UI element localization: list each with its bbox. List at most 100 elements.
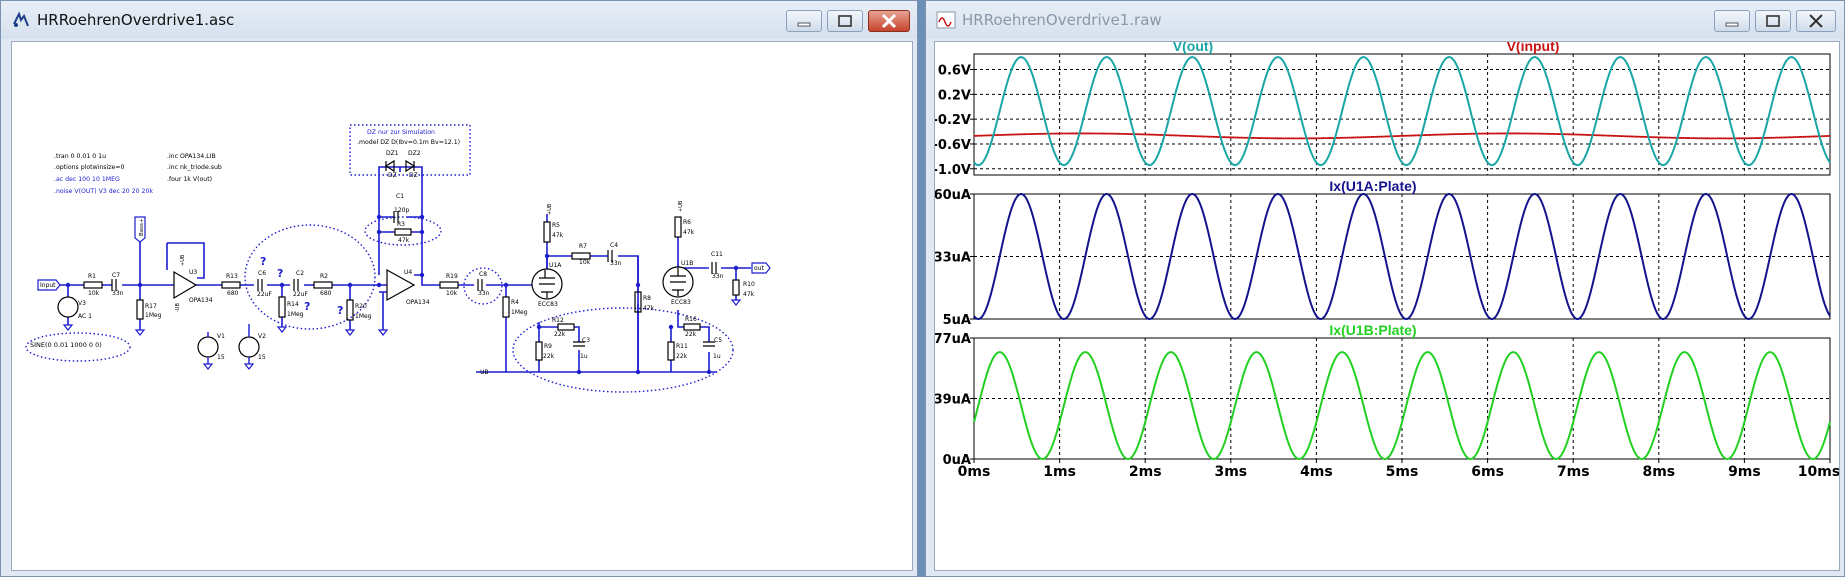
- r2-resistor[interactable]: [313, 281, 333, 289]
- r3-annotation-ellipse: [364, 216, 442, 246]
- c2-label: C2: [296, 270, 304, 277]
- r4-resistor[interactable]: [502, 296, 510, 318]
- u3-opamp[interactable]: [173, 270, 198, 300]
- trace-label-u1b[interactable]: Ix(U1B:Plate): [1329, 322, 1416, 338]
- r12-value: 22k: [554, 331, 566, 338]
- c1-capacitor[interactable]: [393, 211, 399, 223]
- trace-label-vout[interactable]: V(out): [1173, 42, 1213, 54]
- r5-value: 47k: [552, 232, 564, 239]
- minimize-button[interactable]: [786, 10, 822, 32]
- bass-flag[interactable]: [134, 216, 146, 243]
- v2-source[interactable]: [238, 336, 260, 358]
- y-tick-label: 0.6V: [938, 64, 971, 79]
- u3-part: OPA134: [189, 297, 213, 304]
- c8-capacitor[interactable]: [477, 279, 483, 291]
- input-flag[interactable]: [37, 279, 61, 291]
- c6-capacitor[interactable]: [257, 279, 263, 291]
- close-button[interactable]: [1796, 10, 1836, 32]
- r19-label: R19: [446, 273, 458, 280]
- r9-label: R9: [544, 343, 552, 350]
- waveform-plots[interactable]: V(out) V(input) 0.6V0.2V-0.2V-0.6V-1.0V …: [935, 42, 1839, 570]
- u1a-plate-trace[interactable]: [973, 192, 1831, 321]
- waveform-titlebar[interactable]: HRRoehrenOverdrive1.raw: [926, 1, 1844, 39]
- y-tick-label: -0.6V: [935, 138, 971, 153]
- u3-vplus: +UB: [180, 254, 186, 266]
- r12-label: R12: [552, 317, 564, 324]
- r2-label: R2: [320, 273, 328, 280]
- r7-resistor[interactable]: [571, 252, 591, 260]
- c7-label: C7: [112, 272, 120, 279]
- dz1-diode[interactable]: [384, 159, 395, 173]
- r19-value: 10k: [446, 290, 458, 297]
- r20-resistor[interactable]: [346, 299, 354, 321]
- schematic-window[interactable]: HRRoehrenOverdrive1.asc .tran 0 0.01 0 1…: [0, 0, 918, 577]
- trace-label-vinput[interactable]: V(input): [1507, 42, 1560, 54]
- r13-resistor[interactable]: [221, 281, 241, 289]
- minimize-button[interactable]: [1714, 10, 1750, 32]
- r17-resistor[interactable]: [136, 299, 144, 320]
- x-tick-label: 1ms: [1043, 464, 1076, 480]
- out-flag[interactable]: [751, 262, 771, 274]
- r10-resistor[interactable]: [732, 279, 740, 296]
- close-button[interactable]: [868, 10, 910, 32]
- c11-capacitor[interactable]: [711, 262, 717, 274]
- close-icon: [881, 13, 897, 29]
- x-tick-label: 2ms: [1129, 464, 1162, 480]
- u1b-plate-trace[interactable]: [973, 351, 1831, 461]
- r3-label: R3: [397, 221, 405, 228]
- r11-resistor[interactable]: [667, 341, 675, 361]
- c7-value: 33n: [112, 290, 124, 297]
- r9-value: 22k: [543, 353, 555, 360]
- c5-value: 1u: [713, 353, 721, 360]
- r9-resistor[interactable]: [535, 341, 543, 361]
- x-tick-label: 0ms: [958, 464, 991, 480]
- schematic-titlebar[interactable]: HRRoehrenOverdrive1.asc: [1, 1, 917, 39]
- r8-value: 47k: [643, 305, 655, 312]
- y-tick-label: 5uA: [943, 313, 971, 328]
- y-tick-label: 77uA: [935, 332, 971, 347]
- sine-source-spec: SINE(0 0.01 1000 0 0): [30, 341, 102, 349]
- u3-label: U3: [189, 269, 197, 276]
- c11-label: C11: [711, 251, 723, 258]
- directive-ac: .ac dec 100 10 1MEG: [54, 176, 120, 183]
- r14-resistor[interactable]: [278, 296, 286, 318]
- v1-source[interactable]: [197, 336, 219, 358]
- dz2-diode[interactable]: [405, 159, 416, 173]
- schematic-drawing[interactable]: .tran 0 0.01 0 1u .options plotwinsize=0…: [12, 42, 912, 570]
- r5-resistor[interactable]: [543, 221, 551, 243]
- r8-resistor[interactable]: [634, 291, 642, 313]
- r3-resistor[interactable]: [394, 228, 412, 236]
- r19-resistor[interactable]: [439, 281, 459, 289]
- c8-value: 33n: [478, 290, 490, 297]
- r16-resistor[interactable]: [683, 323, 701, 331]
- trace-label-u1a[interactable]: Ix(U1A:Plate): [1329, 178, 1416, 194]
- vinput-trace[interactable]: [973, 132, 1831, 140]
- maximize-button[interactable]: [1755, 10, 1791, 32]
- vout-trace[interactable]: [973, 56, 1831, 167]
- maximize-icon: [838, 15, 852, 27]
- c4-capacitor[interactable]: [607, 250, 613, 262]
- c2-capacitor[interactable]: [293, 279, 299, 291]
- minimize-icon: [797, 22, 811, 27]
- waveform-window[interactable]: HRRoehrenOverdrive1.raw V(out) V(input) …: [925, 0, 1845, 577]
- pane-vout[interactable]: V(out) V(input) 0.6V0.2V-0.2V-0.6V-1.0V: [935, 42, 1831, 178]
- v3-source[interactable]: [57, 296, 79, 318]
- r10-label: R10: [743, 281, 755, 288]
- c3-value: 1u: [580, 353, 588, 360]
- r7-value: 10k: [579, 259, 591, 266]
- r12-resistor[interactable]: [557, 323, 575, 331]
- u4-opamp[interactable]: [386, 268, 416, 302]
- schematic-canvas[interactable]: .tran 0 0.01 0 1u .options plotwinsize=0…: [11, 41, 913, 571]
- r10-value: 47k: [743, 291, 755, 298]
- v3-label: V3: [78, 300, 86, 307]
- c3-capacitor[interactable]: [573, 341, 585, 347]
- dz1-model: DZ: [388, 172, 397, 179]
- r6-resistor[interactable]: [674, 216, 682, 238]
- maximize-button[interactable]: [827, 10, 863, 32]
- c5-capacitor[interactable]: [703, 341, 715, 347]
- r1-resistor[interactable]: [83, 281, 103, 289]
- c7-capacitor[interactable]: [111, 279, 117, 291]
